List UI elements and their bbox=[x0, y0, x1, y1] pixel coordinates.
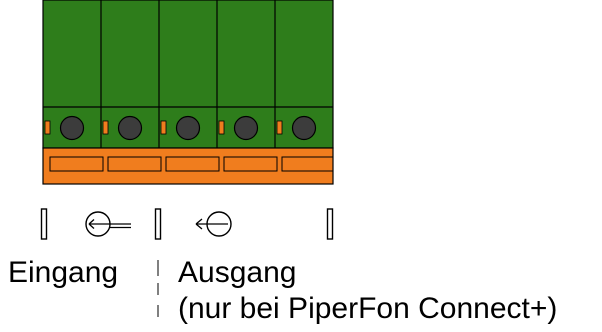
bracket-bar-right bbox=[326, 208, 334, 240]
orange-base bbox=[42, 147, 334, 185]
output-label: Ausgang bbox=[178, 256, 297, 289]
terminal-marker bbox=[276, 120, 283, 135]
output-symbol-icon bbox=[195, 211, 232, 237]
input-label: Eingang bbox=[8, 256, 119, 289]
terminal-marker bbox=[102, 120, 109, 135]
bracket-bar-middle bbox=[154, 208, 162, 240]
screw bbox=[117, 115, 143, 141]
bracket-bar-left bbox=[40, 208, 48, 240]
screw bbox=[291, 115, 317, 141]
screw bbox=[59, 115, 85, 141]
output-note: (nur bei PiperFon Connect+) bbox=[178, 292, 558, 325]
base-slot bbox=[165, 156, 220, 172]
orange-base-strip bbox=[42, 147, 334, 185]
base-slot bbox=[107, 156, 162, 172]
screw bbox=[233, 115, 259, 141]
base-slot bbox=[49, 156, 104, 172]
input-symbol-icon bbox=[85, 211, 131, 237]
terminal-marker bbox=[160, 120, 167, 135]
screw bbox=[175, 115, 201, 141]
base-slot bbox=[223, 156, 278, 172]
terminal-marker bbox=[44, 120, 51, 135]
terminal-marker bbox=[218, 120, 225, 135]
terminal-block bbox=[42, 0, 334, 149]
base-slot bbox=[281, 156, 334, 172]
